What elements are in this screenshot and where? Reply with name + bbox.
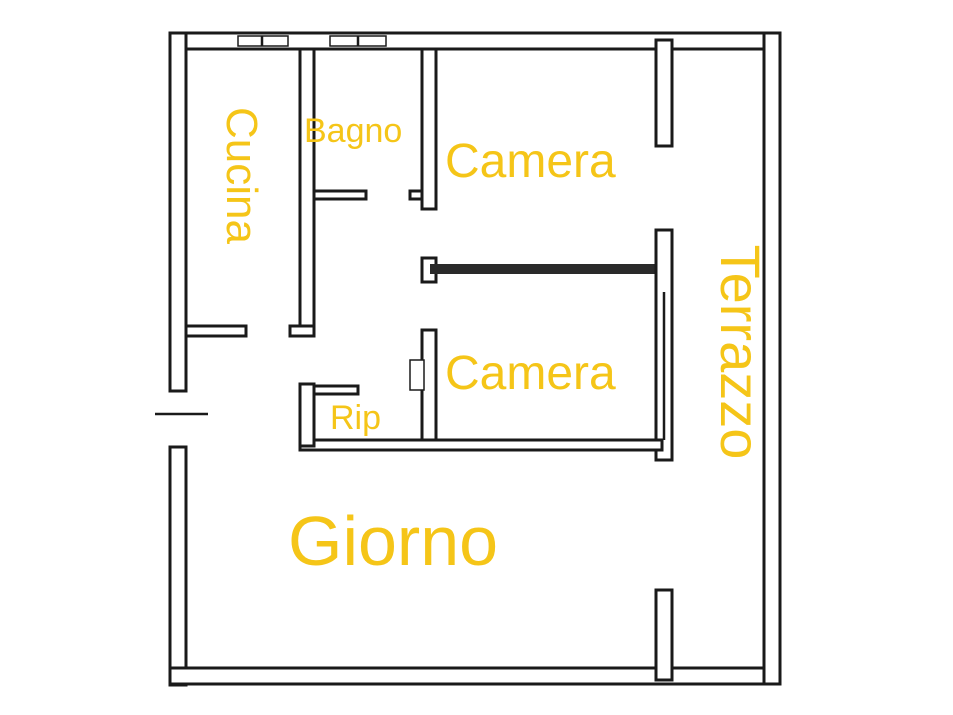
label-rip: Rip [330,399,382,437]
label-camera-bottom: Camera [445,347,616,400]
label-giorno: Giorno [288,502,499,580]
top-windows [237,35,387,47]
label-terrazzo: Terrazzo [709,244,772,460]
label-cucina: Cucina [217,107,266,244]
label-bagno: Bagno [304,112,403,150]
outer-walls [155,31,782,687]
label-camera-top: Camera [445,135,616,188]
interior-walls [184,38,674,682]
